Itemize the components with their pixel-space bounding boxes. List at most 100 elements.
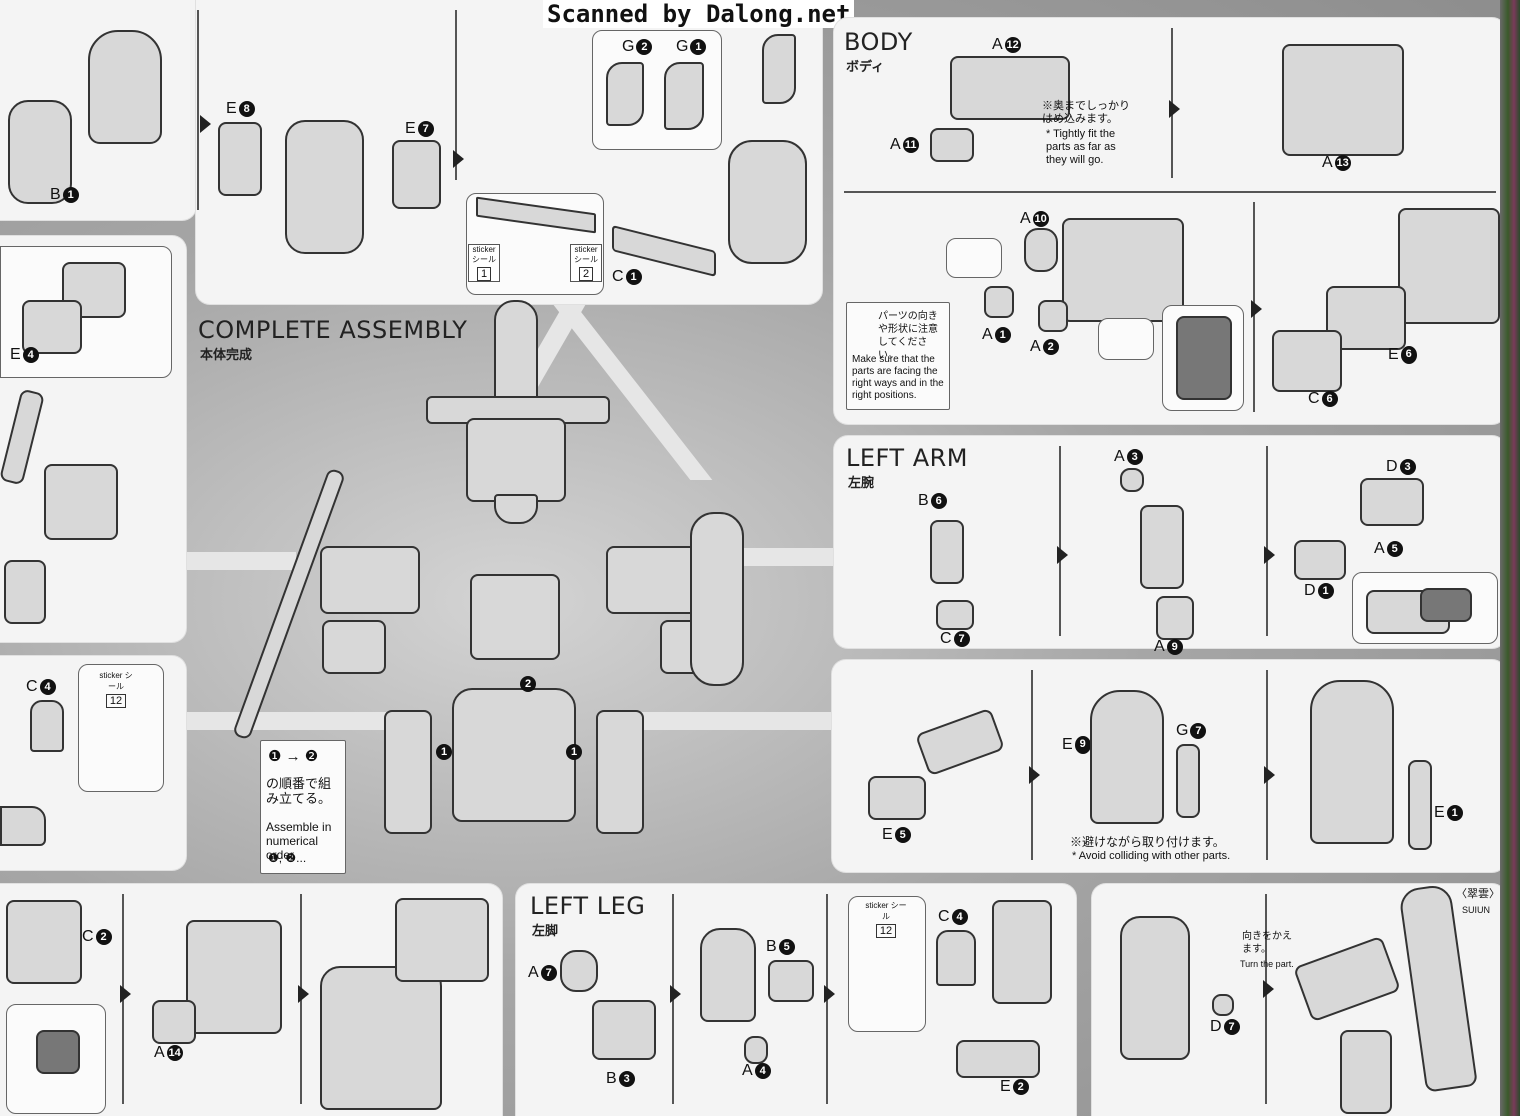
page-spine xyxy=(1500,0,1520,1116)
wedge-part xyxy=(0,806,46,846)
elbow xyxy=(936,600,974,630)
connector-arrow xyxy=(736,548,834,566)
leg-plate xyxy=(768,960,814,1002)
connector-arrow xyxy=(640,712,834,730)
assembly-step-1-left: 1 xyxy=(436,744,452,760)
peg-callout xyxy=(1098,318,1154,360)
body-subtitle: ボディ xyxy=(846,60,885,75)
step-arrow xyxy=(120,985,131,1003)
shield-grip-2 xyxy=(868,776,926,820)
suiun-en: SUIUN xyxy=(1462,905,1491,915)
leg-shin-armor xyxy=(936,930,976,986)
shield-part xyxy=(30,700,64,752)
leg-shin xyxy=(992,900,1052,1004)
connector-arrow xyxy=(186,712,386,730)
complete-assembly-title: COMPLETE ASSEMBLY xyxy=(198,316,468,344)
assembly-waist xyxy=(452,688,576,822)
divider xyxy=(455,10,457,180)
head-part xyxy=(88,30,162,144)
shield-assembled xyxy=(1310,680,1394,844)
leg-joint xyxy=(592,1000,656,1060)
connector-arrow xyxy=(186,552,296,570)
foot-part xyxy=(956,1040,1040,1078)
body-title: BODY xyxy=(844,28,913,56)
step-arrow xyxy=(1251,300,1262,318)
arm-part xyxy=(44,464,118,540)
torso-full xyxy=(1398,208,1500,324)
step-arrow xyxy=(1057,546,1068,564)
assembly-torso xyxy=(470,574,560,660)
left-leg-subtitle: 左脚 xyxy=(532,924,559,939)
torso-frame-2 xyxy=(1062,218,1184,322)
peg-a2 xyxy=(1038,300,1068,332)
step-arrow xyxy=(1169,100,1180,118)
assembly-shield xyxy=(690,512,744,686)
head-side-view xyxy=(728,140,807,264)
shield-back xyxy=(1120,916,1190,1060)
waist-armor xyxy=(6,900,82,984)
tight-fit-jp: ※奥までしっかり はめ込みます。 xyxy=(1042,100,1130,125)
suiun-jp: 〈翠雲〉 xyxy=(1456,888,1500,900)
leg-cap xyxy=(744,1036,768,1064)
head-assembly xyxy=(285,120,364,254)
arm-forearm xyxy=(1140,505,1184,589)
shield-clip-2 xyxy=(1408,760,1432,850)
left-arm-subtitle: 左腕 xyxy=(848,476,875,491)
step-arrow xyxy=(298,985,309,1003)
step-arrow xyxy=(824,985,835,1003)
arm-shell xyxy=(1360,478,1424,526)
horn-part xyxy=(606,62,644,126)
order-en: Assemble in numerical order xyxy=(266,820,332,862)
torso-frame xyxy=(950,56,1070,120)
divider xyxy=(1266,446,1268,636)
facing-en: Make sure that the parts are facing the … xyxy=(852,354,944,401)
watermark: Scanned by Dalong.net xyxy=(543,0,855,28)
divider xyxy=(1031,670,1033,860)
step-arrow xyxy=(670,985,681,1003)
divider xyxy=(1265,894,1267,1104)
peg-callout xyxy=(946,238,1002,278)
tight-fit-en: * Tightly fit the parts as far as they w… xyxy=(1046,128,1116,166)
assembly-right-arm xyxy=(320,546,420,614)
order-tail: ❶, ❷... xyxy=(268,851,307,865)
step-arrow xyxy=(1263,980,1274,998)
assembly-order-note xyxy=(260,740,346,874)
assembly-chin xyxy=(494,494,538,524)
assembly-right-leg xyxy=(384,710,432,834)
connector-arrow xyxy=(549,300,713,480)
order-seq: ❶ → ❷ xyxy=(268,748,319,765)
back-armor xyxy=(1272,330,1342,392)
divider xyxy=(1059,446,1061,636)
assembly-left-arm xyxy=(606,546,706,614)
shield-body xyxy=(1090,690,1164,824)
sticker-12-inset xyxy=(78,664,164,792)
face-part xyxy=(8,100,72,204)
torso-insert xyxy=(930,128,974,162)
step-arrow xyxy=(453,150,464,168)
waist-block xyxy=(186,920,282,1034)
